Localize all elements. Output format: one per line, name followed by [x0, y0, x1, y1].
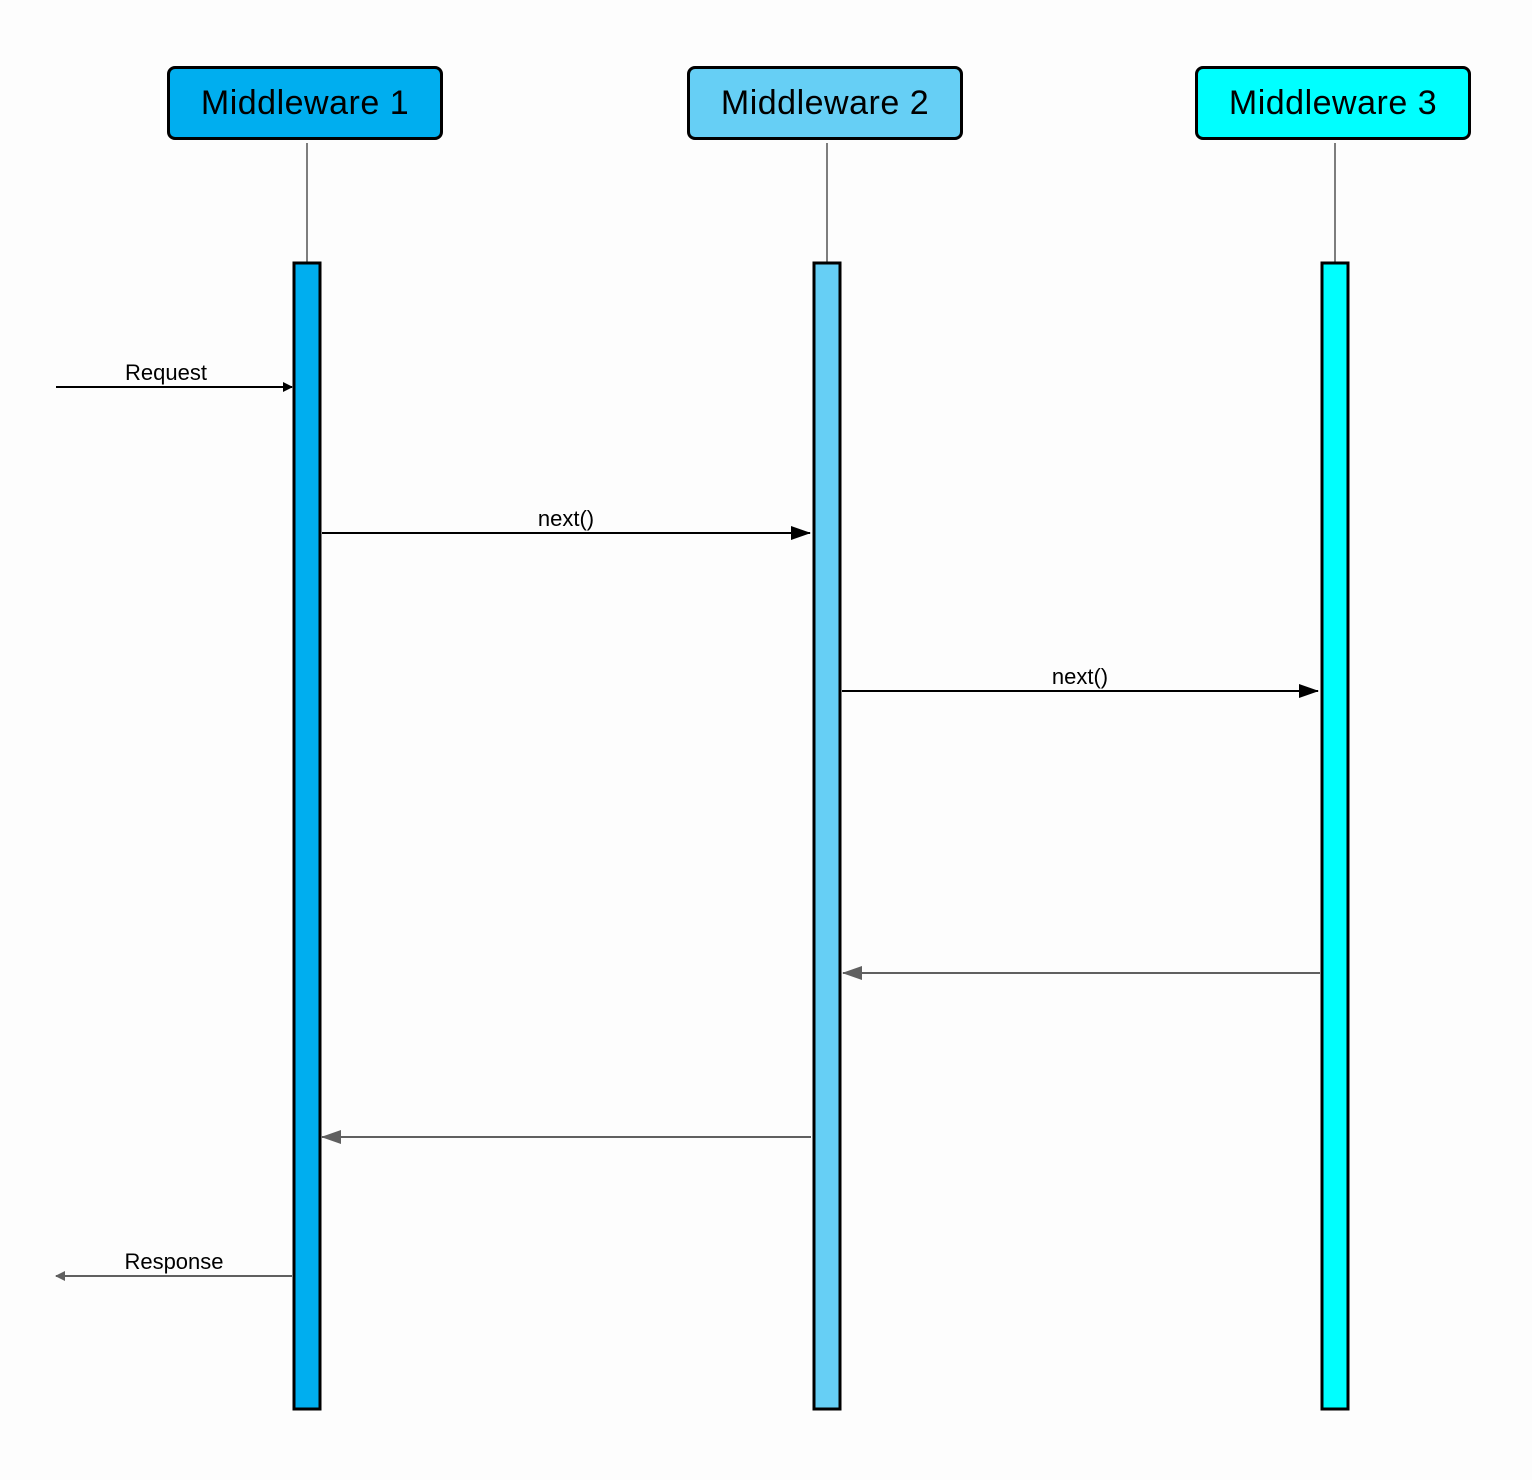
participant-label: Middleware 1: [200, 83, 410, 122]
participant-middleware-2: Middleware 2: [687, 66, 963, 140]
next-label-2: next(): [1052, 664, 1108, 689]
request-label: Request: [125, 360, 207, 385]
activation-bar-middleware-3: [1320, 261, 1350, 1411]
response-label: Response: [124, 1249, 223, 1274]
participant-label: Middleware 2: [720, 83, 930, 122]
activation-bar-middleware-2: [812, 261, 842, 1411]
participant-middleware-1: Middleware 1: [167, 66, 443, 140]
participant-label: Middleware 3: [1228, 83, 1438, 122]
participant-middleware-3: Middleware 3: [1195, 66, 1471, 140]
activation-bar-middleware-1: [292, 261, 322, 1411]
next-label-1: next(): [538, 506, 594, 531]
